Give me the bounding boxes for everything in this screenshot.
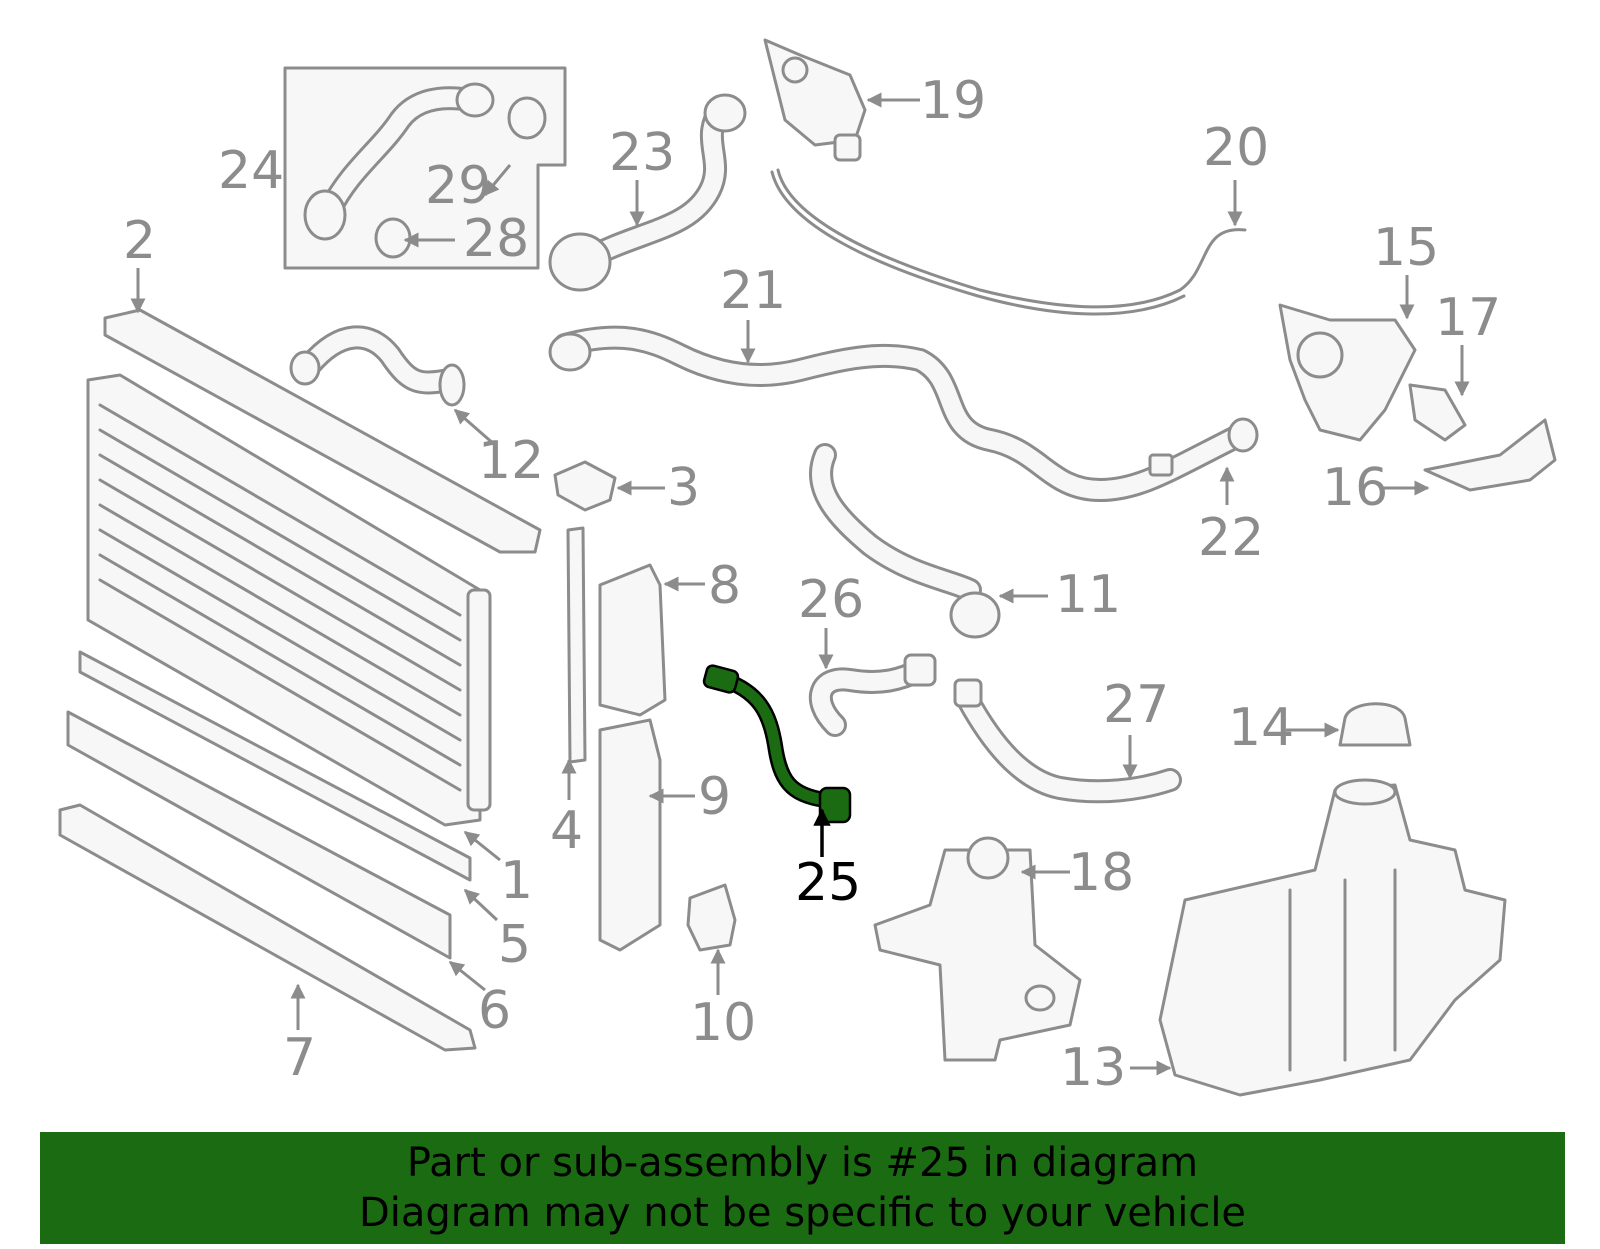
callout-10: 10	[690, 993, 756, 1053]
callout-1: 1	[500, 851, 533, 911]
callout-9: 9	[698, 767, 731, 827]
info-banner: Part or sub-assembly is #25 in diagram D…	[40, 1132, 1565, 1244]
callout-23: 23	[609, 123, 675, 183]
part-20-pipe	[776, 168, 1247, 309]
banner-line-2: Diagram may not be specific to your vehi…	[358, 1190, 1247, 1236]
callout-8: 8	[708, 556, 741, 616]
part-10-mount	[686, 883, 737, 952]
callout-26: 26	[798, 570, 864, 630]
part-12-hose	[289, 325, 466, 407]
callout-labels: 1 2 3 4 5 6 7 8 9 10 11 12 13 14 15 16 1…	[123, 71, 1501, 1098]
part-25-hose	[702, 664, 852, 824]
callout-18: 18	[1068, 843, 1134, 903]
callout-2: 2	[123, 211, 156, 271]
callout-15: 15	[1373, 218, 1439, 278]
callout-27: 27	[1103, 675, 1169, 735]
part-9-bracket	[598, 718, 662, 952]
part-17-clip	[1408, 383, 1467, 442]
callout-14: 14	[1228, 698, 1294, 758]
part-23-hose	[548, 93, 747, 292]
part-6-strip	[66, 710, 452, 960]
part-22-connector	[1148, 453, 1174, 477]
part-11-hose	[809, 443, 1001, 639]
part-14-cap	[1338, 702, 1412, 747]
callout-5: 5	[498, 915, 531, 975]
callout-16: 16	[1322, 458, 1388, 518]
part-21-hose	[548, 325, 1259, 502]
callout-3: 3	[667, 458, 700, 518]
callout-25: 25	[795, 853, 861, 913]
callout-4: 4	[550, 801, 583, 861]
callout-11: 11	[1055, 565, 1121, 625]
part-15-pump	[1278, 303, 1417, 442]
leader-lines	[130, 92, 1470, 1076]
part-1-radiator	[86, 373, 492, 827]
part-27-hose	[953, 678, 1182, 804]
callout-21: 21	[720, 261, 786, 321]
part-4-strip	[566, 526, 587, 764]
part-5-strip	[78, 650, 472, 882]
part-8-bracket	[598, 563, 667, 717]
callout-6: 6	[478, 981, 511, 1041]
banner-line-1: Part or sub-assembly is #25 in diagram	[406, 1140, 1199, 1186]
callout-24: 24	[218, 141, 284, 201]
callout-28: 28	[463, 209, 529, 269]
part-18-valve	[873, 836, 1082, 1062]
callout-22: 22	[1198, 508, 1264, 568]
callout-17: 17	[1435, 288, 1501, 348]
part-26-hose	[808, 653, 937, 737]
part-19-pump	[763, 38, 867, 162]
callout-13: 13	[1060, 1038, 1126, 1098]
callout-20: 20	[1203, 118, 1269, 178]
callout-12: 12	[478, 431, 544, 491]
part-13-reservoir	[1158, 778, 1507, 1097]
part-7-deflector	[58, 803, 477, 1052]
part-16-bracket	[1423, 418, 1557, 492]
callout-19: 19	[920, 71, 986, 131]
part-3-mount	[553, 460, 617, 512]
part-24-assembly	[283, 66, 567, 270]
callout-29: 29	[425, 156, 491, 216]
callout-7: 7	[283, 1028, 316, 1088]
